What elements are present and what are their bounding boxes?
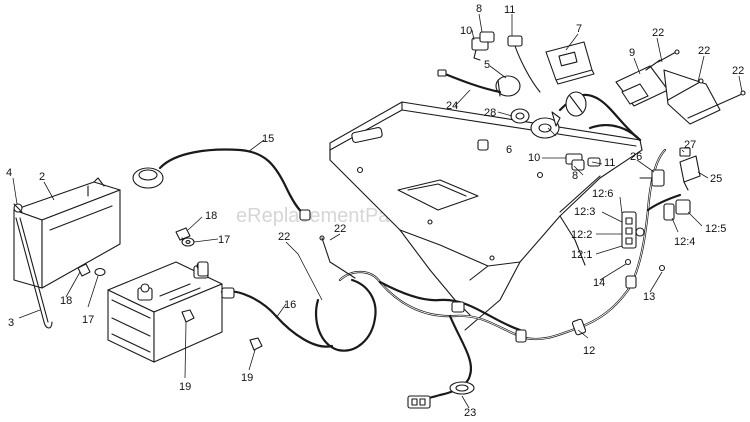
callout-12-6: 12:6 [592,188,613,200]
callout-17-upper: 17 [218,234,230,246]
callout-12-2: 12:2 [571,229,592,241]
callout-12-5: 12:5 [705,223,726,235]
washer-17-upper [181,237,195,247]
callout-18-upper: 18 [205,210,217,222]
callout-7: 7 [576,23,582,35]
callout-22-middle-left: 22 [278,231,290,243]
callout-22-far-right: 22 [732,65,744,77]
callout-6: 6 [506,144,512,156]
callout-22-top: 22 [652,27,664,39]
callout-9: 9 [629,47,635,59]
callout-24: 24 [446,100,458,112]
callout-11-upper: 11 [504,4,515,16]
switch-bundle [558,91,642,142]
connector-8-upper [479,31,495,43]
callout-18-lower: 18 [60,295,72,307]
callout-labels: 4 2 3 18 17 19 19 18 17 15 16 22 22 23 2… [6,3,744,419]
hour-meter-7 [545,41,595,85]
callout-25: 25 [710,173,722,185]
battery-bracket [197,261,209,277]
callout-8-upper: 8 [476,3,482,15]
callout-12-4: 12:4 [674,236,695,248]
key-switch-6 [530,111,561,139]
wire-lead-24 [437,69,502,94]
callout-22-middle-right: 22 [334,223,346,235]
callout-17-lower: 17 [82,314,94,326]
washer-17-lower [94,267,106,277]
main-wire-harness [338,123,682,377]
callout-12: 12 [583,345,595,357]
callout-8-lower: 8 [572,170,578,182]
relay-25 [679,155,701,191]
callout-13: 13 [643,291,655,303]
callout-26: 26 [630,151,642,163]
callout-19-battery: 19 [179,381,191,393]
screw-14 [624,258,632,266]
connector-12-5 [675,199,691,215]
relay-switch-5 [495,75,521,97]
screw-13 [658,264,666,272]
callout-16: 16 [284,299,296,311]
bolt-18-lower [77,263,91,277]
callout-10-lower: 10 [528,152,540,164]
callout-4: 4 [6,167,12,179]
callout-2: 2 [39,171,45,183]
callout-27: 27 [684,139,696,151]
connector-11-upper [507,35,541,93]
callout-23: 23 [464,407,476,419]
callout-12-1: 12:1 [571,249,592,261]
knob-28 [510,108,530,124]
callout-15: 15 [262,133,274,145]
mounting-plate [329,101,643,331]
nut-19-cable [249,337,263,351]
leader-lines [12,13,743,409]
connector-12-4 [663,203,675,221]
callout-10-upper: 10 [460,25,472,37]
callout-12-3: 12:3 [574,206,595,218]
callout-5: 5 [484,59,490,71]
battery [107,261,223,363]
switch-bracket-9 [615,59,669,107]
wire-harness-23 [407,373,475,409]
hold-down-rod [13,203,53,329]
callout-22-upper-right: 22 [698,45,710,57]
callout-28: 28 [484,107,496,119]
fuse-holder-26 [639,169,665,187]
battery-cable-16 [220,287,334,348]
wire-22-upper-a [657,49,680,63]
callout-19-cable: 19 [241,372,253,384]
battery-cable-15 [132,148,311,221]
callout-3: 3 [8,317,14,329]
wire-22-upper-b [667,78,704,101]
connector-8-lower [571,159,585,171]
callout-14: 14 [593,277,605,289]
fuse-block-12 [621,211,637,249]
ground-cable-loop [314,235,377,352]
callout-11-lower: 11 [604,157,615,169]
nut-19-battery [181,309,195,323]
